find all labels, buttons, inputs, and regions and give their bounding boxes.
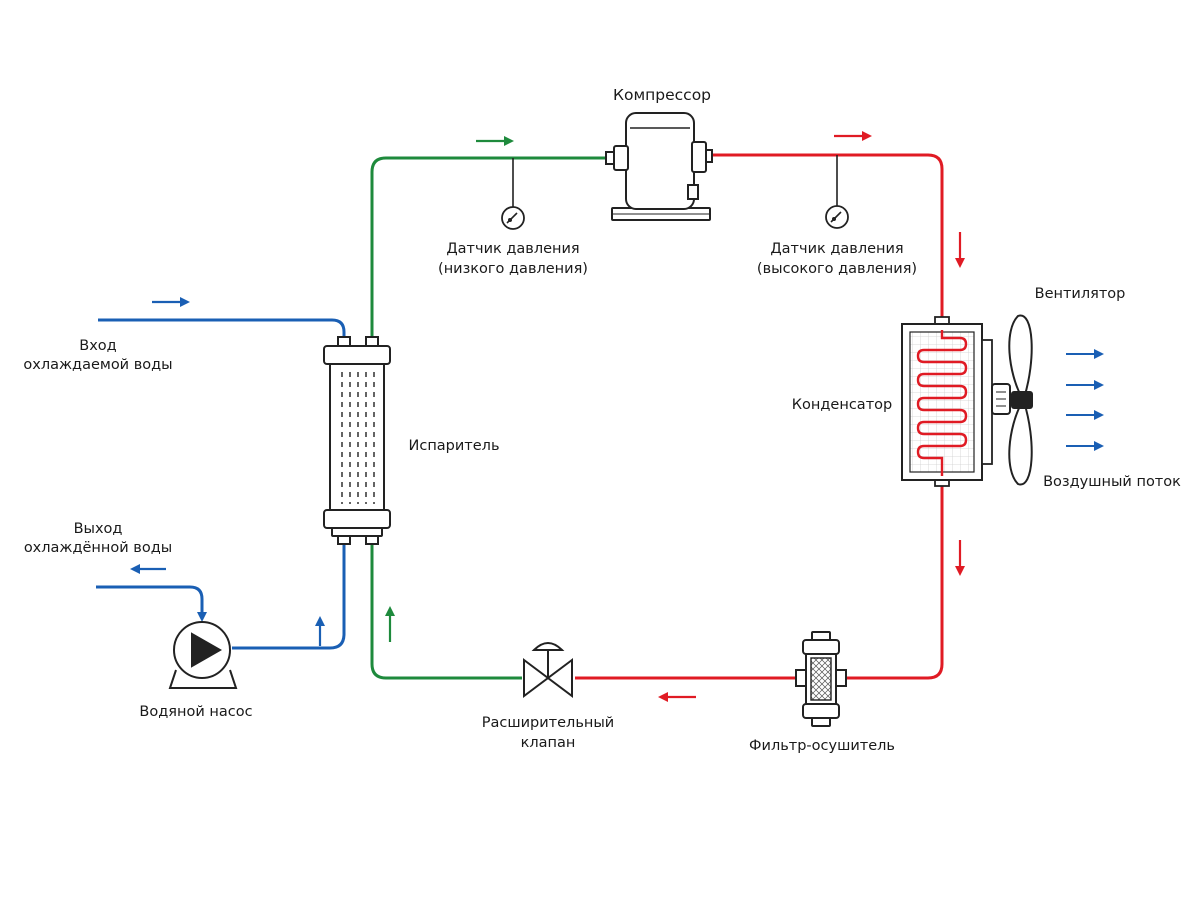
evaporator-icon	[323, 336, 391, 545]
liquid-line-low	[370, 540, 522, 680]
expansion-valve-icon	[523, 642, 573, 698]
label-evaporator: Испаритель	[409, 438, 500, 454]
flow-arrow-water-in	[152, 297, 190, 307]
flow-arrow-up-green	[385, 606, 395, 642]
pressure-gauge-icon	[501, 158, 525, 230]
flow-arrow-down-1	[955, 232, 965, 268]
condenser-icon	[901, 316, 993, 487]
label-compressor: Компрессор	[613, 86, 711, 104]
flow-arrow-suction	[476, 136, 514, 146]
pump-icon	[168, 621, 238, 689]
label-airflow: Воздушный поток	[1043, 474, 1181, 490]
flow-arrow-water-out	[130, 564, 166, 574]
airflow-arrows	[1066, 349, 1104, 451]
label-low-sensor-line2: (низкого давления)	[438, 261, 588, 277]
label-valve-line2: клапан	[521, 735, 576, 751]
label-filter-drier: Фильтр-осушитель	[749, 738, 895, 754]
label-fan: Вентилятор	[1035, 286, 1126, 302]
flow-arrow-discharge	[834, 131, 872, 141]
label-pump: Водяной насос	[139, 704, 252, 720]
condenser-coil	[916, 330, 968, 476]
label-high-sensor-line2: (высокого давления)	[757, 261, 917, 277]
compressor-icon	[605, 112, 713, 221]
filter-drier-icon	[795, 631, 847, 727]
flow-arrow-water-up	[315, 616, 325, 646]
label-condenser: Конденсатор	[792, 397, 892, 413]
label-valve-line1: Расширительный	[482, 715, 614, 731]
label-water-in-line2: охлаждаемой воды	[23, 357, 172, 373]
liquid-line-high	[844, 482, 944, 680]
fan-icon	[991, 314, 1033, 486]
pressure-gauge-icon	[825, 155, 849, 229]
pump-discharge-line	[96, 585, 204, 619]
suction-line	[370, 156, 612, 345]
flow-arrow-down-2	[955, 540, 965, 576]
water-inlet-line	[98, 318, 346, 345]
label-water-in-line1: Вход	[79, 338, 116, 354]
label-water-out-line2: охлаждённой воды	[24, 540, 172, 556]
flow-arrow-left	[658, 692, 696, 702]
discharge-line	[708, 153, 944, 320]
water-outlet-line	[232, 540, 346, 650]
label-low-sensor-line1: Датчик давления	[446, 241, 579, 257]
label-water-out-line1: Выход	[74, 521, 123, 537]
label-high-sensor-line1: Датчик давления	[770, 241, 903, 257]
flow-arrow-pump-in	[197, 612, 207, 622]
